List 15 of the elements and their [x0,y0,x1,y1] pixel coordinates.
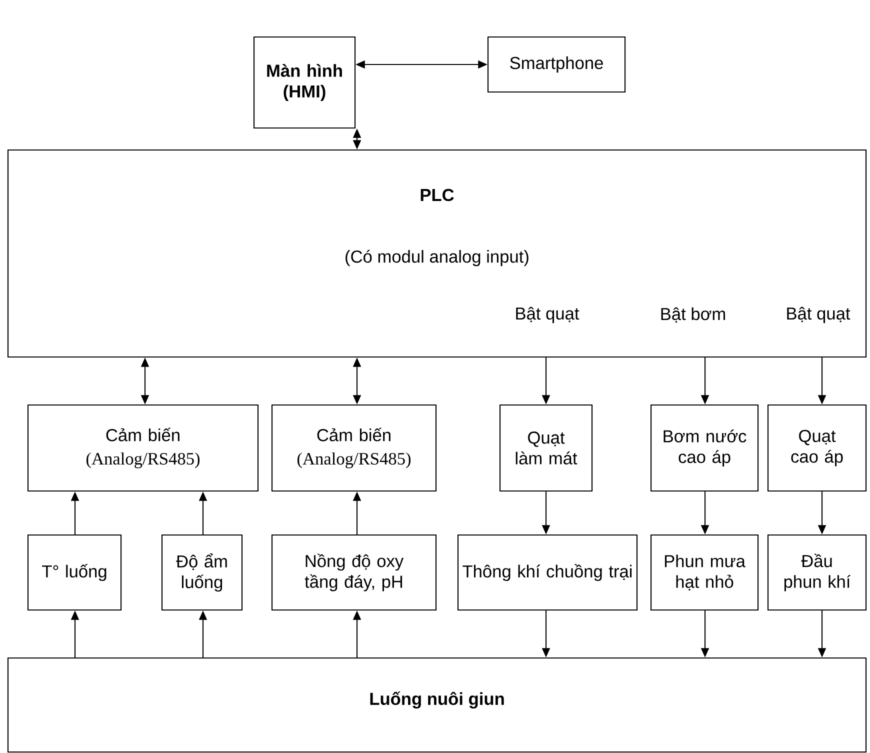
process-box: T° luống [27,534,122,611]
process-box: Thông khí chuồng trại [457,534,638,611]
process-box: Bơm nước cao áp [650,404,759,492]
process-box: Quạt cao áp [767,404,867,492]
process-box: Cảm biến (Analog/RS485) [271,404,437,492]
process-box: Độ ẩm luống [161,534,243,611]
process-box: Đầu phun khí [767,534,867,611]
plc-box: PLC (Có modul analog input) Bật quạt Bật bơm Bật quạt [7,149,867,358]
bed-box: Luống nuôi giun [7,657,867,753]
display-box: Màn hình (HMI) [253,36,356,129]
process-box: Cảm biến (Analog/RS485) [27,404,259,492]
process-box: Phun mưa hạt nhỏ [650,534,759,611]
phone-box: Smartphone [487,36,626,93]
process-box: Quạt làm mát [499,404,593,492]
process-box: Nồng độ oxy tầng đáy, pH [271,534,437,611]
